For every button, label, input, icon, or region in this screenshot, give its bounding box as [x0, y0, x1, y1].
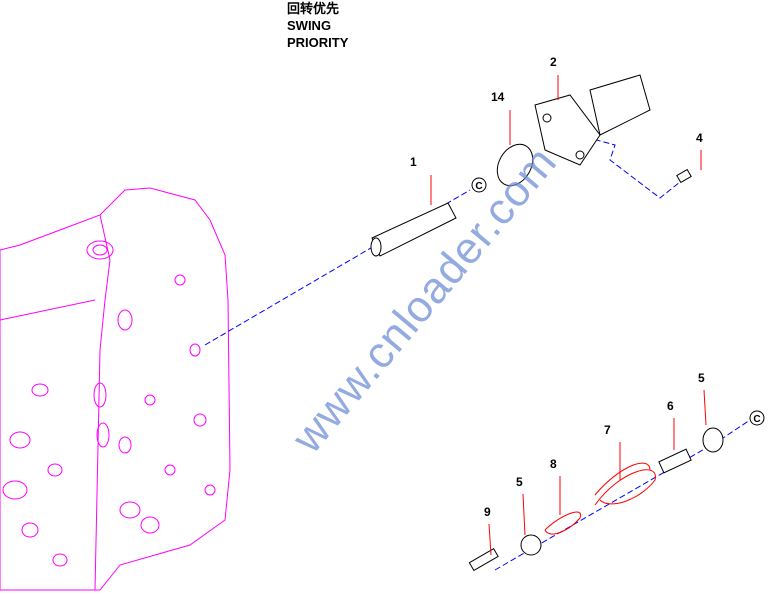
- part-screw: [676, 168, 692, 184]
- part-spring-large: [594, 462, 656, 506]
- callout-5-upper: 5: [698, 371, 705, 385]
- leader-lines: [204, 129, 751, 571]
- part-spring-small: [544, 511, 582, 535]
- part-bolt: [468, 547, 499, 572]
- callout-6: 6: [667, 399, 674, 413]
- callout-8: 8: [550, 457, 557, 471]
- callout-1: 1: [410, 155, 417, 169]
- callout-5-lower: 5: [516, 475, 523, 489]
- svg-text:C: C: [475, 181, 482, 192]
- part-oring: [496, 143, 534, 187]
- callout-14: 14: [491, 90, 505, 104]
- svg-text:C: C: [753, 414, 760, 425]
- part-seat-lower: [520, 534, 542, 556]
- callout-7: 7: [604, 423, 611, 437]
- part-solenoid: [534, 74, 651, 166]
- connector-mark-lower: C: [749, 410, 765, 426]
- part-seat-upper: [702, 427, 724, 453]
- callout-9: 9: [484, 505, 491, 519]
- title-priority: PRIORITY: [287, 35, 349, 50]
- title-chinese: 回转优先: [287, 1, 340, 16]
- callout-4: 4: [696, 131, 703, 145]
- part-plug: [658, 448, 692, 474]
- connector-mark-upper: C: [471, 177, 487, 193]
- title-swing: SWING: [287, 18, 332, 33]
- part-spool: [370, 202, 457, 257]
- callout-2: 2: [550, 55, 557, 69]
- valve-housing: [0, 187, 231, 591]
